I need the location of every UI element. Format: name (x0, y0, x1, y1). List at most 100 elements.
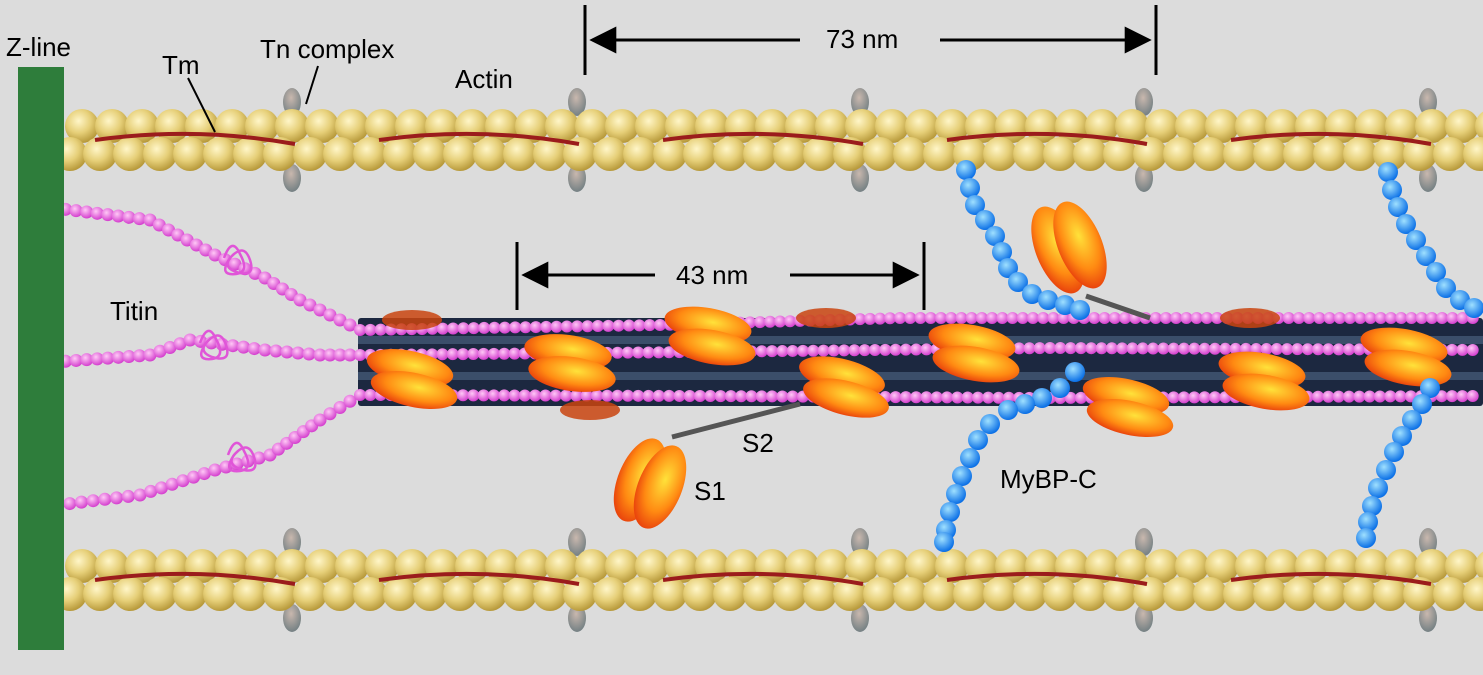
titin-bead (132, 349, 146, 363)
actin-monomer (833, 137, 867, 171)
mybpc-bead (1368, 478, 1388, 498)
titin-bead (280, 345, 294, 359)
actin-monomer (323, 137, 357, 171)
mybpc-bead (1420, 378, 1440, 398)
actin-monomer (845, 109, 879, 143)
backbone-titin-bead (920, 343, 933, 356)
mybpc-strands (934, 160, 1483, 552)
myosin-head (528, 356, 616, 392)
titin-bead (63, 497, 77, 511)
backbone-titin-bead (601, 389, 614, 402)
actin-monomer (983, 577, 1017, 611)
mybpc-bead (940, 502, 960, 522)
backbone-titin-bead (766, 345, 779, 358)
backbone-titin-bead (951, 391, 964, 404)
backbone-titin-bead (1384, 390, 1397, 403)
mybpc-bead (1356, 528, 1376, 548)
titin-bead (80, 205, 94, 219)
troponin-complex (283, 88, 301, 116)
backbone-titin-bead (914, 312, 927, 324)
actin-monomer (1193, 577, 1227, 611)
titin-bead (343, 348, 357, 362)
myosin-head (668, 328, 756, 366)
backbone-titin-bead (934, 312, 947, 324)
actin-monomer (1385, 109, 1419, 143)
actin-monomer (1343, 137, 1377, 171)
tn-complex-label: Tn complex (260, 34, 394, 64)
actin-monomer (1253, 137, 1287, 171)
backbone-titin-bead (570, 389, 583, 402)
actin-monomer (713, 577, 747, 611)
backbone-titin-bead (560, 320, 573, 333)
actin-monomer (1235, 109, 1269, 143)
titin-coil (222, 244, 253, 276)
backbone-titin-bead (622, 319, 635, 332)
actin-monomer (773, 577, 807, 611)
actin-monomer (1373, 577, 1407, 611)
backbone-titin-bead (467, 322, 480, 335)
titin-bead (154, 481, 168, 495)
actin-monomer (953, 577, 987, 611)
backbone-titin-bead (1095, 342, 1108, 355)
actin-monomer (713, 137, 747, 171)
backbone-titin-bead (1291, 343, 1304, 356)
actin-monomer (275, 549, 309, 583)
actin-monomer (815, 549, 849, 583)
backbone-titin-bead (1333, 312, 1346, 324)
backbone-titin-bead (1006, 312, 1019, 324)
s2-lever (671, 401, 801, 440)
backbone-titin-bead (1301, 343, 1314, 356)
actin-monomer (383, 137, 417, 171)
actin-monomer (635, 109, 669, 143)
myosin-head (803, 378, 889, 418)
backbone-titin-bead (457, 389, 470, 402)
troponin-complex (851, 164, 869, 192)
titin-bead (122, 210, 136, 224)
actin-monomer (365, 549, 399, 583)
troponin-complex (568, 528, 586, 556)
backbone-titin-bead (1211, 312, 1224, 324)
titin-bead (269, 344, 283, 358)
backbone-titin-bead (529, 321, 542, 334)
actin-monomer (1175, 109, 1209, 143)
actin-monomer (305, 549, 339, 583)
titin-bead (247, 342, 261, 356)
actin-monomer (1193, 137, 1227, 171)
mybpc-bead (1384, 442, 1404, 462)
titin-coil (226, 441, 257, 473)
titin-bead (165, 477, 179, 491)
backbone-titin-bead (1312, 390, 1325, 403)
backbone-titin-bead (1322, 343, 1335, 356)
backbone-titin-bead (1037, 312, 1050, 324)
backbone-titin-bead (1188, 391, 1201, 404)
backbone-titin-bead (714, 390, 727, 403)
actin-monomer (413, 577, 447, 611)
backbone-titin-bead (1354, 312, 1367, 324)
backbone-titin-bead (786, 390, 799, 403)
actin-monomer (1433, 137, 1467, 171)
backbone-titin-bead (1178, 342, 1191, 355)
backbone-titin-bead (1088, 312, 1101, 324)
backbone-titin-bead (1374, 312, 1387, 324)
titin-bead (90, 352, 104, 366)
actin-monomer (1253, 577, 1287, 611)
backbone-titin-bead (1136, 342, 1149, 355)
backbone-titin-bead (961, 391, 974, 404)
backbone-titin-bead (1057, 312, 1070, 324)
actin-monomer (1475, 111, 1483, 141)
titin-bead (163, 341, 177, 354)
titin-bead (69, 353, 83, 367)
backbone-titin-bead (1047, 312, 1060, 324)
backbone-titin-bead (1190, 312, 1203, 324)
troponin-complex (1135, 604, 1153, 632)
titin-bead (144, 484, 158, 498)
actin-monomer (815, 109, 849, 143)
backbone-titin-bead (1229, 342, 1242, 355)
backbone-titin-bead (924, 312, 937, 324)
actin-monomer (803, 137, 837, 171)
backbone-titin-bead (1178, 391, 1191, 404)
backbone-titin-bead (611, 389, 624, 402)
backbone-titin-bead (467, 389, 480, 402)
backbone-titin-bead (1180, 312, 1193, 324)
